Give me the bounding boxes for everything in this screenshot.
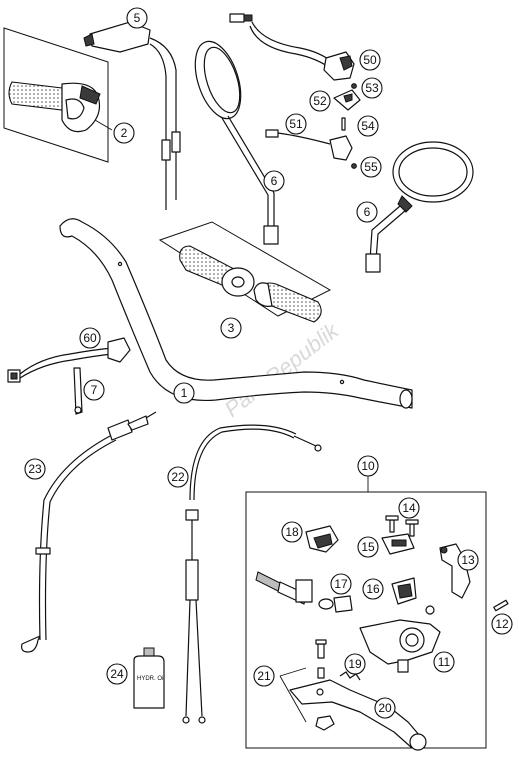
callout-3[interactable]: 3 (220, 317, 242, 339)
brake-light-switch[interactable] (7, 337, 131, 383)
callout-15[interactable]: 15 (357, 536, 379, 558)
spring[interactable] (339, 671, 361, 681)
hydraulic-oil-bottle[interactable]: HYDR. Oil (133, 647, 165, 709)
callout-5[interactable]: 5 (126, 7, 148, 29)
diaphragm[interactable] (391, 577, 417, 605)
callout-20[interactable]: 20 (374, 697, 396, 719)
callout-14[interactable]: 14 (398, 497, 420, 519)
callout-53[interactable]: 53 (361, 77, 383, 99)
bottle-label: HYDR. Oil (137, 676, 165, 682)
switch-bracket[interactable] (333, 89, 361, 111)
cable-assembly-23[interactable] (21, 411, 157, 653)
reservoir-cover[interactable] (305, 525, 339, 553)
throttle-grip-assembly[interactable] (3, 27, 109, 163)
callout-6-right[interactable]: 6 (356, 201, 378, 223)
reservoir-lid[interactable] (381, 533, 415, 555)
throttle-grip-box (3, 27, 109, 163)
callout-1[interactable]: 1 (173, 382, 195, 404)
callout-51[interactable]: 51 (285, 113, 307, 135)
brake-master-cylinder-box (245, 491, 487, 749)
kill-switch-assembly[interactable] (229, 13, 355, 81)
callout-55[interactable]: 55 (360, 156, 382, 178)
callout-7[interactable]: 7 (83, 379, 105, 401)
callout-23[interactable]: 23 (24, 458, 46, 480)
nut[interactable] (315, 715, 335, 731)
callout-18[interactable]: 18 (281, 521, 303, 543)
screw-12[interactable] (493, 599, 509, 612)
throttle-cables[interactable] (83, 21, 181, 210)
callout-2[interactable]: 2 (113, 122, 135, 144)
callout-21[interactable]: 21 (253, 665, 275, 687)
mirror-right[interactable] (365, 141, 474, 273)
callout-60[interactable]: 60 (79, 327, 101, 349)
callout-19[interactable]: 19 (344, 653, 366, 675)
brake-lever[interactable] (289, 679, 427, 751)
callout-10[interactable]: 10 (357, 455, 379, 477)
cover-screw[interactable] (385, 515, 419, 537)
callout-17[interactable]: 17 (330, 573, 352, 595)
callout-52[interactable]: 52 (309, 90, 331, 112)
callout-11[interactable]: 11 (433, 651, 455, 673)
callout-24[interactable]: 24 (106, 663, 128, 685)
callout-16[interactable]: 16 (362, 578, 384, 600)
grips-set[interactable] (158, 221, 332, 323)
callout-22[interactable]: 22 (167, 466, 189, 488)
start-button-assembly[interactable] (265, 129, 353, 161)
piston-kit[interactable] (255, 571, 353, 613)
callout-6-left[interactable]: 6 (263, 170, 285, 192)
cable-assembly-22[interactable] (182, 424, 322, 724)
pin-screws[interactable] (315, 639, 327, 679)
handlebar[interactable] (59, 218, 413, 409)
callout-12[interactable]: 12 (491, 613, 513, 635)
callout-54[interactable]: 54 (357, 115, 379, 137)
cable-tie[interactable] (73, 367, 83, 415)
callout-50[interactable]: 50 (359, 49, 381, 71)
callout-13[interactable]: 13 (457, 549, 479, 571)
master-cylinder-body[interactable] (359, 619, 441, 673)
mirror-left[interactable] (187, 36, 279, 245)
